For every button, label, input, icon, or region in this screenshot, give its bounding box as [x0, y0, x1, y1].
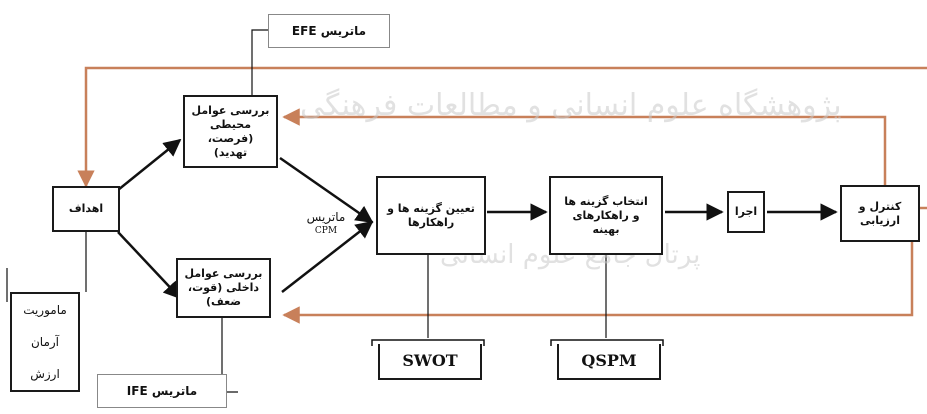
swot-tool-box: SWOT [378, 344, 482, 380]
efe-matrix-label: ماتریس EFE [268, 14, 390, 48]
swot-bracket [371, 339, 485, 346]
select-optimal-box: انتخاب گزینه ها و راهکارهای بهینه [549, 176, 663, 255]
watermark-line-1: پژوهشگاه علوم انسانی و مطالعات فرهنگی [300, 88, 842, 123]
values-label: ارزش [30, 367, 60, 381]
goals-box: اهداف [52, 186, 120, 232]
define-options-box: تعیین گزینه ها و راهکارها [376, 176, 486, 255]
internal-factors-box: بررسی عوامل داخلی (قوت، ضعف) [176, 258, 271, 318]
feedback-line-top [77, 66, 927, 188]
qspm-bracket [550, 339, 664, 346]
feedback-line-internal [282, 230, 914, 324]
arrow-goals-external [117, 138, 182, 191]
mission-label: ماموریت [23, 303, 67, 317]
feedback-line-external [282, 108, 887, 185]
execute-box: اجرا [727, 191, 765, 233]
cpm-matrix-label: ماتریس CPM [291, 210, 361, 238]
ife-matrix-label: ماتریس IFE [97, 374, 227, 408]
arrow-internal-define [281, 220, 374, 293]
vision-label: آرمان [30, 335, 60, 349]
arrow-external-define [279, 156, 374, 224]
external-factors-box: بررسی عوامل محیطی (فرصت، تهدید) [183, 95, 278, 168]
efe-connector [251, 29, 268, 95]
control-evaluate-box: کنترل و ارزیابی [840, 185, 920, 242]
qspm-tool-box: QSPM [557, 344, 661, 380]
cpm-matrix-word: ماتریس [306, 210, 346, 224]
values-box: ماموریت آرمان ارزش [10, 292, 80, 392]
cpm-matrix-code: CPM [314, 226, 338, 236]
arrow-goals-internal [117, 231, 182, 300]
